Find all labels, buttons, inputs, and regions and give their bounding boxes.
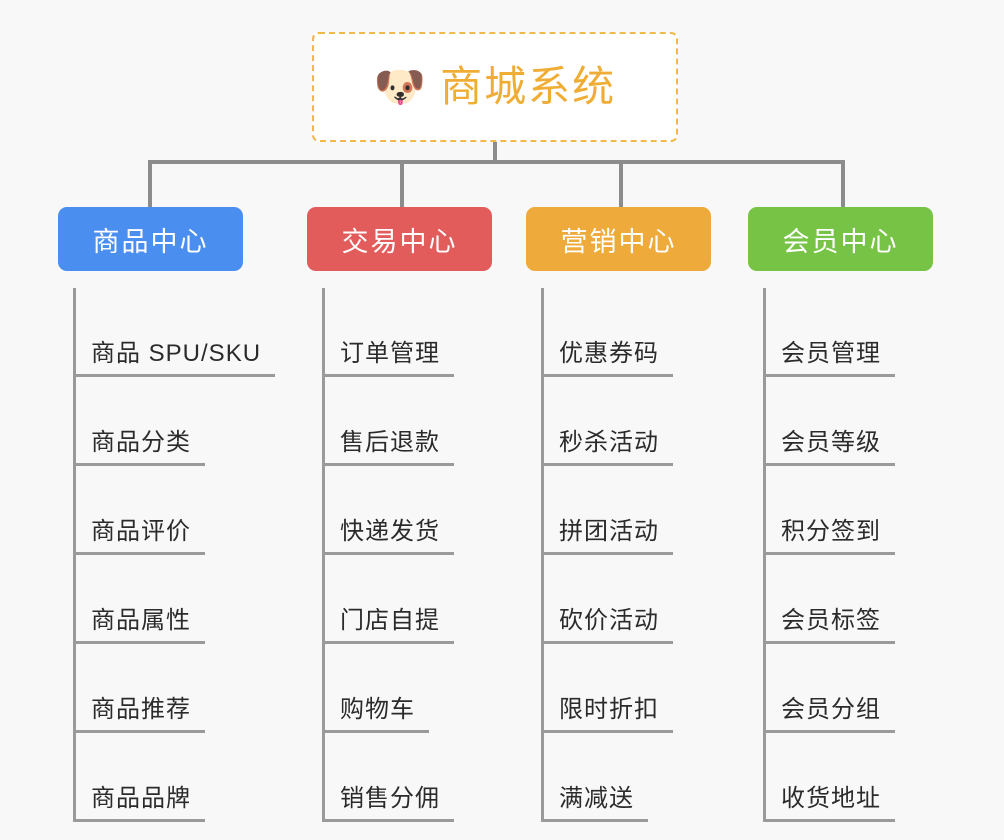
category-header-label: 商品中心 xyxy=(92,226,209,257)
leaf-item-shopping-cart[interactable]: 购物车 xyxy=(322,644,492,733)
leaf-item-label: 售后退款 xyxy=(322,422,454,466)
leaf-item-label: 会员等级 xyxy=(763,422,895,466)
leaf-item-express-shipping[interactable]: 快递发货 xyxy=(322,466,492,555)
leaf-trunk-line xyxy=(763,288,766,822)
leaf-item-order-management[interactable]: 订单管理 xyxy=(322,288,492,377)
leaf-item-flash-sale[interactable]: 秒杀活动 xyxy=(541,377,711,466)
leaf-item-label: 商品 SPU/SKU xyxy=(73,333,276,377)
leaf-item-store-pickup[interactable]: 门店自提 xyxy=(322,555,492,644)
leaf-item-label: 秒杀活动 xyxy=(541,422,673,466)
leaf-item-label: 拼团活动 xyxy=(541,511,673,555)
leaf-item-label: 购物车 xyxy=(322,689,429,733)
connector-horizontal-bus xyxy=(148,160,845,164)
leaf-item-label: 优惠券码 xyxy=(541,333,673,377)
leaf-item-label: 限时折扣 xyxy=(541,689,673,733)
leaf-item-label: 收货地址 xyxy=(763,778,895,822)
leaf-item-group-buy[interactable]: 拼团活动 xyxy=(541,466,711,555)
leaf-trunk-line xyxy=(322,288,325,822)
category-column-trade-center: 交易中心 订单管理 售后退款 快递发货 门店自提 购物车 销售分佣 xyxy=(307,207,492,822)
leaf-item-label: 会员分组 xyxy=(763,689,895,733)
category-header-marketing-center[interactable]: 营销中心 xyxy=(526,207,711,271)
leaf-item-coupon-code[interactable]: 优惠券码 xyxy=(541,288,711,377)
category-column-product-center: 商品中心 商品 SPU/SKU 商品分类 商品评价 商品属性 商品推荐 商品品牌 xyxy=(58,207,276,822)
leaf-item-label: 快递发货 xyxy=(322,511,454,555)
leaf-item-label: 会员标签 xyxy=(763,600,895,644)
connector-drop-member-center xyxy=(841,160,845,207)
leaf-list-member-center: 会员管理 会员等级 积分签到 会员标签 会员分组 收货地址 xyxy=(748,271,933,822)
category-column-member-center: 会员中心 会员管理 会员等级 积分签到 会员标签 会员分组 收货地址 xyxy=(748,207,933,822)
leaf-list-marketing-center: 优惠券码 秒杀活动 拼团活动 砍价活动 限时折扣 满减送 xyxy=(526,271,711,822)
leaf-list-trade-center: 订单管理 售后退款 快递发货 门店自提 购物车 销售分佣 xyxy=(307,271,492,822)
leaf-item-shipping-address[interactable]: 收货地址 xyxy=(763,733,933,822)
leaf-item-label: 会员管理 xyxy=(763,333,895,377)
root-node-shopping-mall-system[interactable]: 🐶 商城系统 xyxy=(312,32,678,142)
root-node-title: 商城系统 xyxy=(440,63,617,110)
leaf-item-product-spu-sku[interactable]: 商品 SPU/SKU xyxy=(73,288,276,377)
leaf-item-member-level[interactable]: 会员等级 xyxy=(763,377,933,466)
connector-root-stem xyxy=(493,142,497,164)
leaf-item-label: 商品分类 xyxy=(73,422,205,466)
connector-drop-product-center xyxy=(148,160,152,207)
leaf-item-label: 订单管理 xyxy=(322,333,454,377)
connector-drop-marketing-center xyxy=(619,160,623,207)
leaf-item-label: 积分签到 xyxy=(763,511,895,555)
leaf-item-aftersale-refund[interactable]: 售后退款 xyxy=(322,377,492,466)
leaf-list-product-center: 商品 SPU/SKU 商品分类 商品评价 商品属性 商品推荐 商品品牌 xyxy=(58,271,276,822)
leaf-item-member-group[interactable]: 会员分组 xyxy=(763,644,933,733)
leaf-item-label: 商品品牌 xyxy=(73,778,205,822)
leaf-item-member-tag[interactable]: 会员标签 xyxy=(763,555,933,644)
category-header-label: 营销中心 xyxy=(560,226,677,257)
leaf-item-label: 满减送 xyxy=(541,778,648,822)
category-header-label: 交易中心 xyxy=(341,226,458,257)
leaf-item-points-checkin[interactable]: 积分签到 xyxy=(763,466,933,555)
leaf-item-label: 门店自提 xyxy=(322,600,454,644)
leaf-item-full-reduction-gift[interactable]: 满减送 xyxy=(541,733,711,822)
leaf-item-product-review[interactable]: 商品评价 xyxy=(73,466,243,555)
leaf-item-label: 销售分佣 xyxy=(322,778,454,822)
connector-drop-trade-center xyxy=(400,160,404,207)
category-header-trade-center[interactable]: 交易中心 xyxy=(307,207,492,271)
leaf-item-label: 砍价活动 xyxy=(541,600,673,644)
leaf-trunk-line xyxy=(541,288,544,822)
category-header-label: 会员中心 xyxy=(782,226,899,257)
leaf-trunk-line xyxy=(73,288,76,822)
leaf-item-label: 商品属性 xyxy=(73,600,205,644)
category-header-product-center[interactable]: 商品中心 xyxy=(58,207,243,271)
leaf-item-label: 商品推荐 xyxy=(73,689,205,733)
leaf-item-label: 商品评价 xyxy=(73,511,205,555)
leaf-item-product-category[interactable]: 商品分类 xyxy=(73,377,243,466)
dog-face-icon: 🐶 xyxy=(373,63,427,110)
leaf-item-member-management[interactable]: 会员管理 xyxy=(763,288,933,377)
category-header-member-center[interactable]: 会员中心 xyxy=(748,207,933,271)
leaf-item-product-attribute[interactable]: 商品属性 xyxy=(73,555,243,644)
leaf-item-limited-time-discount[interactable]: 限时折扣 xyxy=(541,644,711,733)
category-column-marketing-center: 营销中心 优惠券码 秒杀活动 拼团活动 砍价活动 限时折扣 满减送 xyxy=(526,207,711,822)
leaf-item-product-recommend[interactable]: 商品推荐 xyxy=(73,644,243,733)
leaf-item-bargain-activity[interactable]: 砍价活动 xyxy=(541,555,711,644)
leaf-item-sales-commission[interactable]: 销售分佣 xyxy=(322,733,492,822)
leaf-item-product-brand[interactable]: 商品品牌 xyxy=(73,733,243,822)
